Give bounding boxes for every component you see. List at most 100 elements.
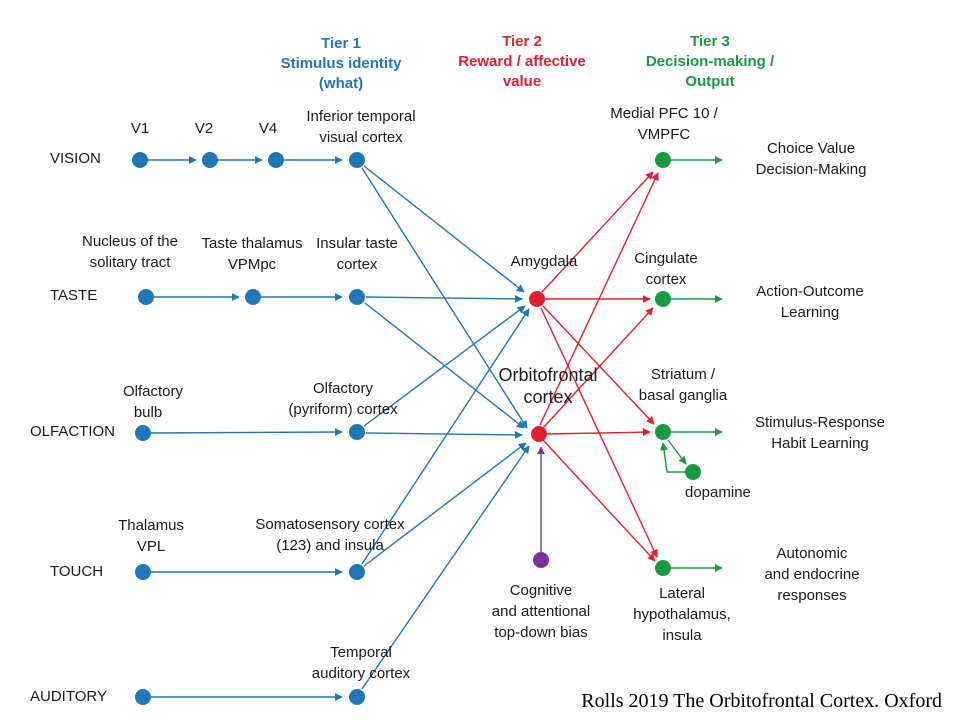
tier2-subtitle: Reward / affective <box>458 53 586 70</box>
tier2-title: Tier 2 <box>502 33 542 50</box>
node-mpfc <box>655 152 671 168</box>
label-touch-thalamus-line1: Thalamus <box>118 517 184 534</box>
label-striatum-line1: Striatum / <box>650 366 716 383</box>
node-inferior-temporal <box>349 152 365 168</box>
label-insular-taste-line2: cortex <box>336 256 378 273</box>
label-taste-thalamus-line1: Taste thalamus <box>201 235 303 252</box>
label-olfactory-bulb-line1: Olfactory <box>122 383 184 400</box>
label-top-down-bias-line2: and attentional <box>491 603 591 620</box>
label-top-down-bias-line1: Cognitive <box>509 582 573 599</box>
output-choice-value-line2: Decision-Making <box>755 161 867 178</box>
tier1-title: Tier 1 <box>321 35 361 52</box>
edge-it-amygdala <box>363 165 525 293</box>
node-somatosensory <box>349 564 365 580</box>
node-olfactory-cortex <box>349 424 365 440</box>
node-v4 <box>268 152 284 168</box>
label-lateral-hypothalamus-line1: Lateral <box>659 585 705 602</box>
edge-ofc-striatum <box>545 428 651 437</box>
nodes-tier1 <box>132 152 365 705</box>
node-nts <box>138 289 154 305</box>
node-touch-thalamus <box>135 564 151 580</box>
edge-touch-amygdala <box>361 308 530 565</box>
edge-olf-ofc <box>365 430 523 439</box>
modality-touch: TOUCH <box>50 563 104 580</box>
label-auditory-cortex: Temporal auditory cortex <box>312 642 410 684</box>
label-amygdala: Amygdala <box>510 253 578 270</box>
output-action-outcome: Action-Outcome Learning <box>756 281 864 323</box>
edge-striatum-dopamine <box>667 439 687 465</box>
node-v2 <box>202 152 218 168</box>
label-mpfc-line1: Medial PFC 10 / <box>610 105 718 122</box>
label-dopamine: dopamine <box>685 484 751 501</box>
label-top-down-bias: Cognitive and attentional top-down bias <box>492 580 590 643</box>
tier2-pathways <box>539 171 659 562</box>
output-action-outcome-line2: Learning <box>780 304 840 321</box>
label-insular-taste-line1: Insular taste <box>316 235 398 252</box>
node-olfactory-bulb <box>135 425 151 441</box>
nodes-tier3 <box>655 152 701 576</box>
label-inferior-temporal-line2: visual cortex <box>319 129 403 146</box>
label-lateral-hypothalamus-line3: insula <box>662 627 702 644</box>
label-cingulate-line1: Cingulate <box>634 250 698 267</box>
edge-aud-ofc <box>361 445 530 690</box>
output-habit-learning-line2: Habit Learning <box>771 435 869 452</box>
edge-olf-bulb-cortex <box>149 428 343 437</box>
edge-ofc-mpfc <box>539 172 659 426</box>
node-striatum <box>655 424 671 440</box>
label-nts-line2: solitary tract <box>89 254 171 271</box>
source-credit: Rolls 2019 The Orbitofrontal Cortex. Oxf… <box>581 690 942 712</box>
label-somatosensory-line1: Somatosensory cortex <box>255 516 405 533</box>
tier2-note: value <box>502 73 542 90</box>
label-orbitofrontal: Orbitofrontal cortex <box>498 364 597 408</box>
label-touch-thalamus-line2: VPL <box>136 538 166 555</box>
label-taste-thalamus: Taste thalamus VPMpc <box>202 233 303 275</box>
label-v4: V4 <box>258 120 278 137</box>
output-choice-value: Choice Value Decision-Making <box>756 138 867 180</box>
label-orbitofrontal-line2: cortex <box>523 387 573 407</box>
edge-insula-amygdala <box>365 294 523 303</box>
output-habit-learning: Stimulus-Response Habit Learning <box>755 412 885 454</box>
modality-olfaction: OLFACTION <box>30 423 116 440</box>
node-amygdala <box>529 291 545 307</box>
label-olfactory-cortex-line1: Olfactory <box>312 380 373 397</box>
label-v2: V2 <box>194 120 214 137</box>
node-v1 <box>132 152 148 168</box>
label-mpfc: Medial PFC 10 / VMPFC <box>610 103 718 145</box>
tier3-title: Tier 3 <box>690 33 730 50</box>
output-autonomic-line1: Autonomic <box>776 545 848 562</box>
tier3-header: Tier 3 Decision-making / Output <box>646 32 774 92</box>
node-auditory-input <box>135 689 151 705</box>
tier3-subtitle: Decision-making / <box>645 53 775 70</box>
output-autonomic-line3: responses <box>777 587 847 604</box>
output-choice-value-line1: Choice Value <box>766 140 856 157</box>
output-autonomic: Autonomic and endocrine responses <box>764 543 859 606</box>
node-insular-taste <box>349 289 365 305</box>
label-olfactory-bulb: Olfactory bulb <box>123 381 183 423</box>
tier3-note: Output <box>685 73 735 90</box>
label-olfactory-cortex-line2: (pyriform) cortex <box>288 401 398 418</box>
tier3-outputs <box>660 156 723 572</box>
label-olfactory-cortex: Olfactory (pyriform) cortex <box>288 378 397 420</box>
node-lateral-hypothalamus <box>655 560 671 576</box>
label-nts: Nucleus of the solitary tract <box>82 231 178 273</box>
edge-touch-ofc <box>363 442 527 567</box>
label-striatum: Striatum / basal ganglia <box>639 364 727 406</box>
label-lateral-hypothalamus-line2: hypothalamus, <box>633 606 731 623</box>
tier1-note: (what) <box>318 75 364 92</box>
edge-ofc-cingulate <box>542 307 654 429</box>
tier1-pathways <box>147 156 530 701</box>
nodes-tier2 <box>529 291 547 442</box>
label-inferior-temporal: Inferior temporal visual cortex <box>306 106 415 148</box>
node-cingulate <box>655 291 671 307</box>
label-somatosensory-line2: (123) and insula <box>276 537 384 554</box>
edge-amygdala-mpfc <box>541 171 654 293</box>
output-autonomic-line2: and endocrine <box>764 566 860 583</box>
label-somatosensory: Somatosensory cortex (123) and insula <box>255 514 404 556</box>
node-orbitofrontal <box>531 426 547 442</box>
tier1-subtitle: Stimulus identity <box>280 55 402 72</box>
label-nts-line1: Nucleus of the <box>82 233 178 250</box>
label-cingulate: Cingulate cortex <box>634 248 697 290</box>
edge-dopamine-striatum <box>660 442 686 473</box>
label-insular-taste: Insular taste cortex <box>316 233 398 275</box>
label-inferior-temporal-line1: Inferior temporal <box>306 108 416 125</box>
